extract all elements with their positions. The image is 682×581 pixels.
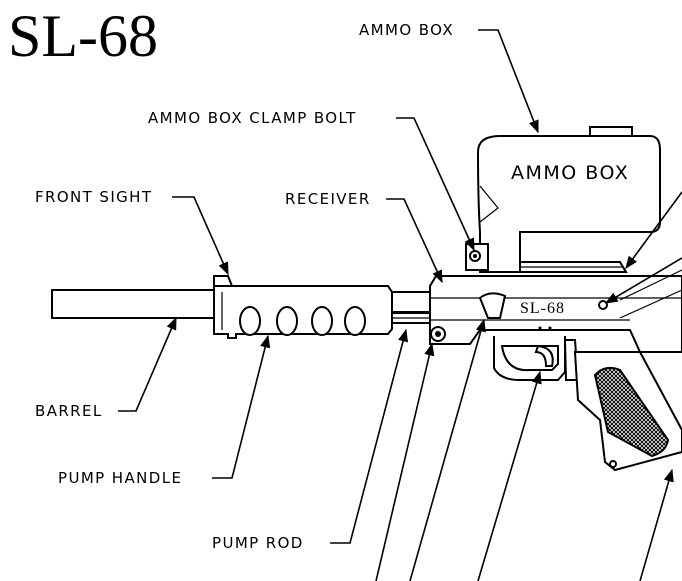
leader-pump-handle bbox=[212, 334, 271, 479]
label-ammo-box-clamp-bolt: AMMO BOX CLAMP BOLT bbox=[148, 109, 357, 127]
ammo-box-part: AMMO BOX bbox=[465, 126, 661, 273]
leader-front-sight bbox=[172, 196, 229, 276]
grip-part bbox=[573, 351, 682, 472]
barrel-part bbox=[51, 289, 218, 319]
label-pump-rod: PUMP ROD bbox=[212, 534, 304, 552]
label-ammo-box: AMMO BOX bbox=[359, 21, 454, 39]
leader-clamp-bolt bbox=[396, 117, 475, 252]
front-sight-part bbox=[213, 275, 234, 287]
label-front-sight: FRONT SIGHT bbox=[35, 188, 152, 206]
callout-labels: AMMO BOX AMMO BOX CLAMP BOLT FRONT SIGHT… bbox=[35, 21, 454, 552]
label-receiver: RECEIVER bbox=[285, 190, 371, 208]
label-pump-handle: PUMP HANDLE bbox=[58, 469, 182, 487]
diagram-title: SL-68 bbox=[8, 3, 158, 69]
leader-barrel bbox=[118, 316, 177, 412]
receiver-engraving: SL-68 bbox=[520, 300, 565, 317]
label-barrel: BARREL bbox=[35, 402, 103, 420]
marker-drawing: AMMO BOX SL-68 bbox=[51, 126, 682, 472]
callout-lines bbox=[118, 29, 682, 581]
leader-receiver bbox=[386, 198, 443, 284]
ammo-box-engraving: AMMO BOX bbox=[511, 162, 629, 184]
pump-handle-part bbox=[213, 285, 393, 339]
trigger-assembly-part bbox=[493, 336, 580, 381]
leader-pump-rod bbox=[330, 328, 409, 544]
leader-ammo-box bbox=[478, 29, 539, 134]
